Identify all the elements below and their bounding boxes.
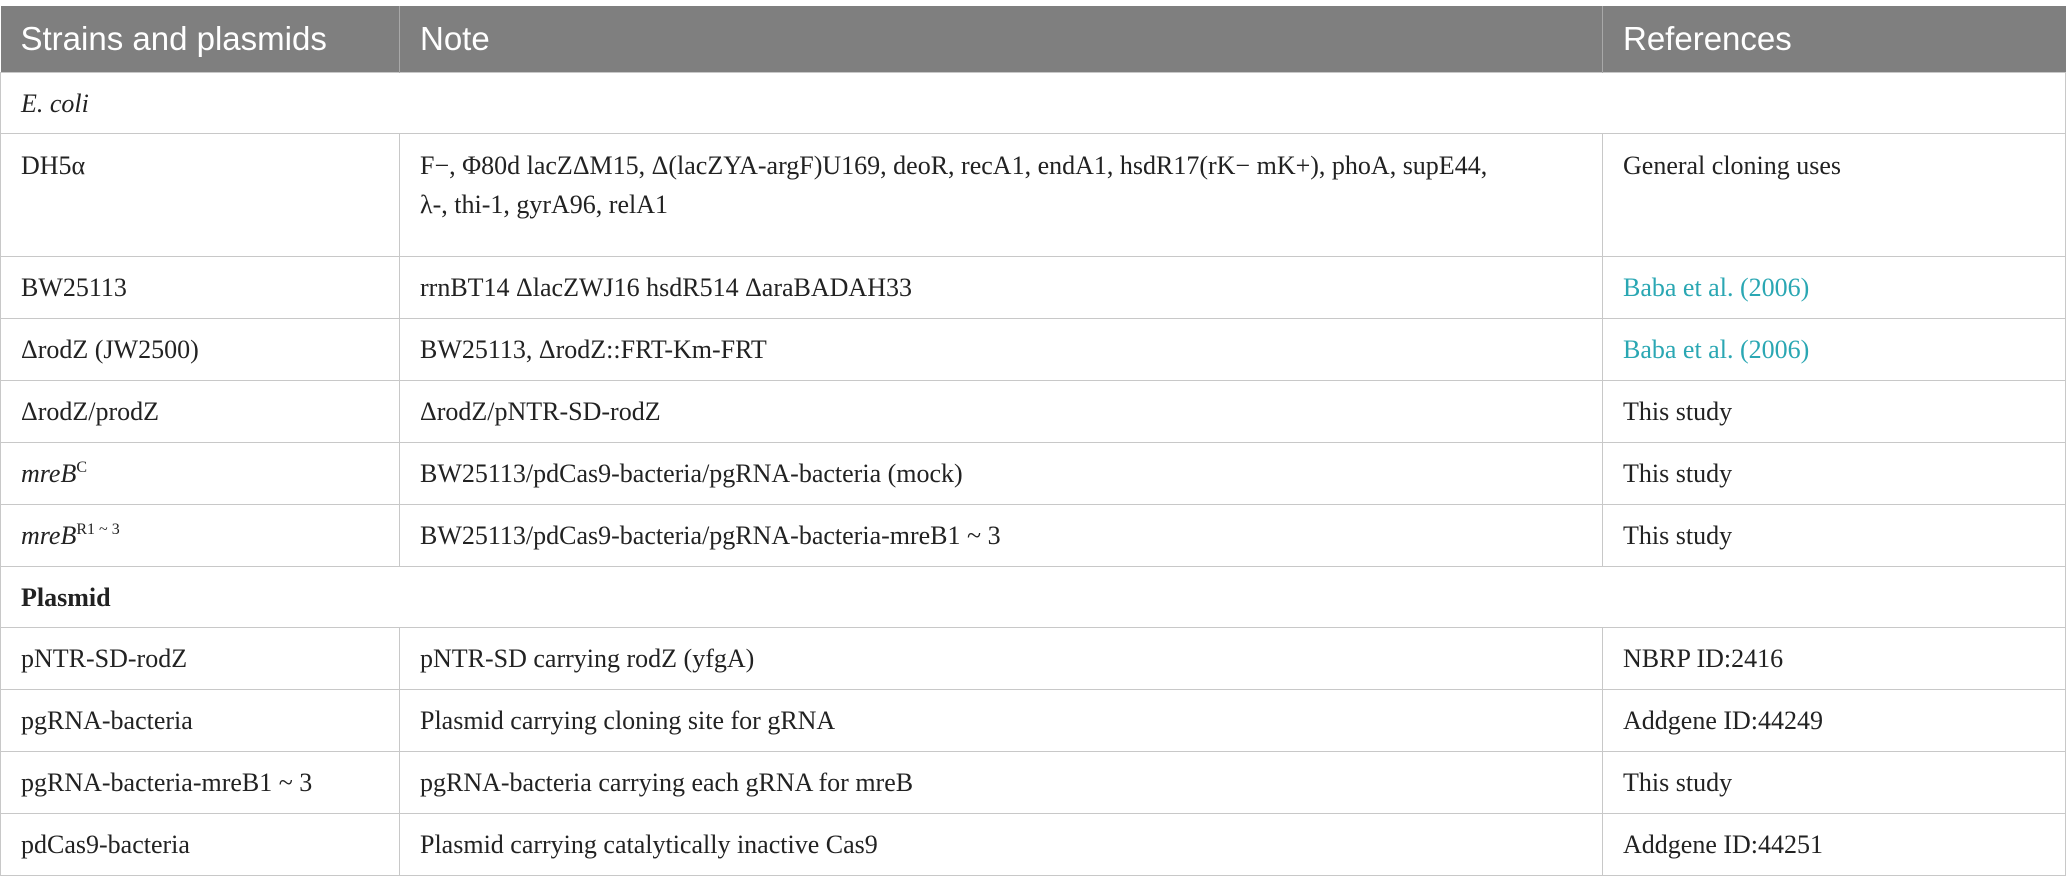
cell-note: rrnBT14 ΔlacZWJ16 hsdR514 ΔaraBADAH33 — [399, 256, 1603, 319]
cell-note: F−, Φ80d lacZΔM15, Δ(lacZYA-argF)U169, d… — [399, 133, 1603, 257]
table-row: ΔrodZ (JW2500) BW25113, ΔrodZ::FRT-Km-FR… — [0, 318, 2066, 381]
table-row: pgRNA-bacteria Plasmid carrying cloning … — [0, 689, 2066, 752]
table-row: ΔrodZ/prodZ ΔrodZ/pNTR-SD-rodZ This stud… — [0, 380, 2066, 443]
cell-note: BW25113, ΔrodZ::FRT-Km-FRT — [399, 318, 1603, 381]
section-label-ecoli: E. coli — [0, 72, 2066, 134]
strain-superscript: C — [76, 459, 88, 476]
table-row: BW25113 rrnBT14 ΔlacZWJ16 hsdR514 ΔaraBA… — [0, 256, 2066, 319]
strains-table-container: Strains and plasmids Note References E. … — [0, 6, 2066, 876]
cell-ref: Addgene ID:44249 — [1602, 689, 2066, 752]
table-row: pgRNA-bacteria-mreB1 ~ 3 pgRNA-bacteria … — [0, 751, 2066, 814]
cell-name: pNTR-SD-rodZ — [0, 627, 400, 690]
strain-superscript: R1 ~ 3 — [76, 521, 120, 538]
cell-ref: This study — [1602, 442, 2066, 505]
header-strains: Strains and plasmids — [0, 6, 400, 73]
cell-name: mreBC — [0, 442, 400, 505]
cell-note: Plasmid carrying catalytically inactive … — [399, 813, 1603, 876]
cell-name: DH5α — [0, 133, 400, 257]
header-note: Note — [399, 6, 1603, 73]
header-references: References — [1602, 6, 2066, 73]
cell-note: pNTR-SD carrying rodZ (yfgA) — [399, 627, 1603, 690]
table-row: pdCas9-bacteria Plasmid carrying catalyt… — [0, 813, 2066, 876]
table-row: DH5α F−, Φ80d lacZΔM15, Δ(lacZYA-argF)U1… — [0, 133, 2066, 257]
cell-note: Plasmid carrying cloning site for gRNA — [399, 689, 1603, 752]
table-row: mreBC BW25113/pdCas9-bacteria/pgRNA-bact… — [0, 442, 2066, 505]
cell-note: ΔrodZ/pNTR-SD-rodZ — [399, 380, 1603, 443]
cell-note: BW25113/pdCas9-bacteria/pgRNA-bacteria (… — [399, 442, 1603, 505]
cell-ref: General cloning uses — [1602, 133, 2066, 257]
cell-name: ΔrodZ (JW2500) — [0, 318, 400, 381]
section-row-plasmid: Plasmid — [0, 566, 2066, 628]
strain-name: mreB — [21, 459, 77, 488]
cell-ref-link[interactable]: Baba et al. (2006) — [1602, 318, 2066, 381]
section-label-plasmid: Plasmid — [0, 566, 2066, 628]
strain-name: mreB — [21, 521, 77, 550]
table-row: mreBR1 ~ 3 BW25113/pdCas9-bacteria/pgRNA… — [0, 504, 2066, 567]
cell-ref: Addgene ID:44251 — [1602, 813, 2066, 876]
cell-name: pdCas9-bacteria — [0, 813, 400, 876]
cell-name: ΔrodZ/prodZ — [0, 380, 400, 443]
section-row-ecoli: E. coli — [0, 72, 2066, 134]
cell-ref: NBRP ID:2416 — [1602, 627, 2066, 690]
cell-ref-link[interactable]: Baba et al. (2006) — [1602, 256, 2066, 319]
cell-name: mreBR1 ~ 3 — [0, 504, 400, 567]
cell-name: BW25113 — [0, 256, 400, 319]
note-line: λ-, thi-1, gyrA96, relA1 — [420, 190, 669, 219]
cell-note: pgRNA-bacteria carrying each gRNA for mr… — [399, 751, 1603, 814]
cell-ref: This study — [1602, 380, 2066, 443]
strains-table: Strains and plasmids Note References E. … — [0, 6, 2066, 876]
cell-name: pgRNA-bacteria — [0, 689, 400, 752]
note-line: F−, Φ80d lacZΔM15, Δ(lacZYA-argF)U169, d… — [420, 151, 1488, 180]
table-header-row: Strains and plasmids Note References — [0, 6, 2066, 73]
cell-ref: This study — [1602, 751, 2066, 814]
cell-note: BW25113/pdCas9-bacteria/pgRNA-bacteria-m… — [399, 504, 1603, 567]
cell-ref: This study — [1602, 504, 2066, 567]
table-row: pNTR-SD-rodZ pNTR-SD carrying rodZ (yfgA… — [0, 627, 2066, 690]
cell-name: pgRNA-bacteria-mreB1 ~ 3 — [0, 751, 400, 814]
